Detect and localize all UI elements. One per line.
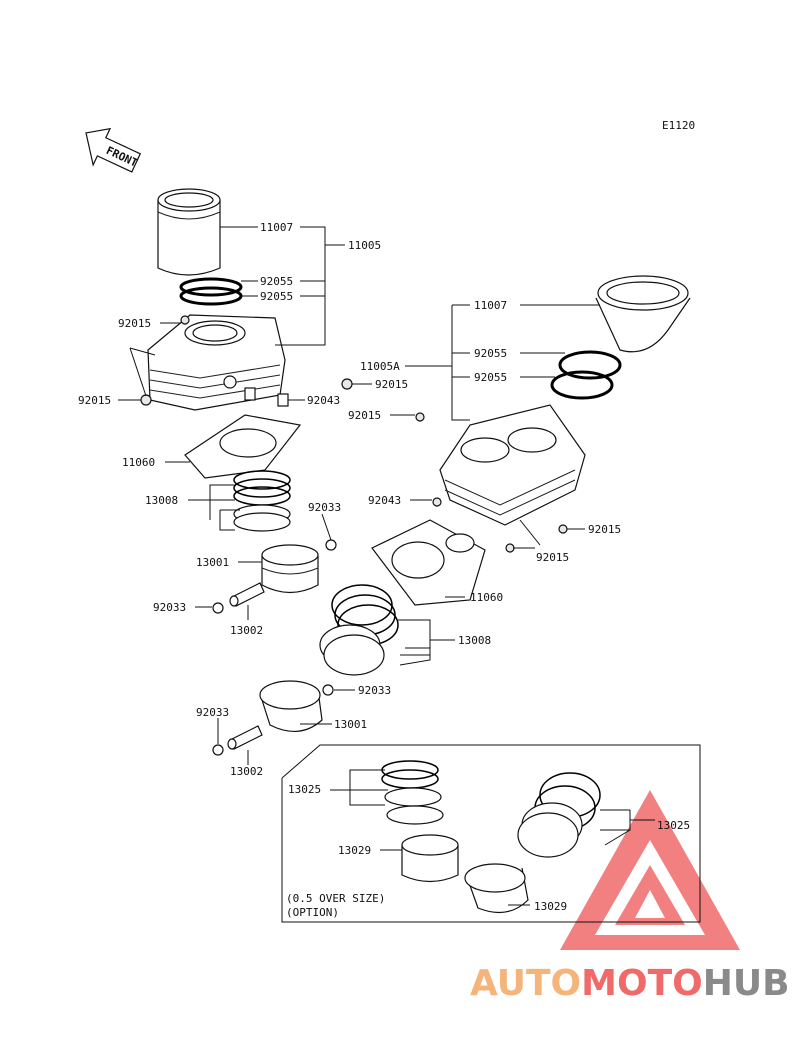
front-arrow-icon: FRONT [85,127,142,173]
option-rings-left [381,760,444,825]
label-92055-right-1: 92055 [474,347,507,360]
cylinder-block-left [147,314,286,411]
label-13002-right: 13002 [230,765,263,778]
piston-rings-left [233,470,291,532]
label-13001-right: 13001 [334,718,367,731]
o-ring-left-1 [179,277,243,297]
label-92015-right-1: 92015 [348,409,381,422]
label-92015-left-2: 92015 [78,394,111,407]
label-92015-left-3: 92015 [375,378,408,391]
label-92033-right-2: 92033 [196,706,229,719]
part-labels: 11007 11005 92055 92055 92015 92015 9201… [78,221,690,919]
gasket-right [371,519,486,606]
cylinder-sleeve-right [595,275,691,353]
label-92043-left: 92043 [307,394,340,407]
label-13029-left: 13029 [338,844,371,857]
label-92055-left-2: 92055 [260,290,293,303]
label-13025-right: 13025 [657,819,690,832]
brand-part-hub: HUB [703,963,790,1004]
nut-left-1 [180,315,190,325]
label-11060-left: 11060 [122,456,155,469]
option-line-1: (0.5 OVER SIZE) [286,892,385,905]
label-11005: 11005 [348,239,381,252]
nut-right-1 [415,412,425,422]
clip-right-1 [322,684,334,696]
option-piston-left [401,834,459,883]
option-line-2: (OPTION) [286,906,339,919]
nut-left-3 [341,378,353,390]
gasket-left [184,414,302,479]
leader-lines [118,226,655,906]
diagram-code: E1120 [662,119,695,132]
nut-right-2 [432,497,442,507]
nut-right-4 [505,543,515,553]
option-box [281,744,701,923]
piston-pin-right [227,725,263,750]
label-92033-left-1: 92033 [308,501,341,514]
piston-right [259,680,323,732]
watermark-logo [560,790,740,950]
cylinder-sleeve-left [157,188,221,276]
cylinder-block-right [439,404,586,526]
label-92043-right: 92043 [368,494,401,507]
label-13001-left: 13001 [196,556,229,569]
label-13008-left: 13008 [145,494,178,507]
label-13029-right: 13029 [534,900,567,913]
brand-part-auto: AUTO [470,963,581,1004]
label-92033-right-1: 92033 [358,684,391,697]
piston-left [261,544,319,594]
label-92033-left-2: 92033 [153,601,186,614]
option-piston-right [464,863,529,914]
dowel-left-2 [277,393,289,407]
brand-part-moto: MOTO [581,963,703,1004]
label-13025-left: 13025 [288,783,321,796]
label-13002-left: 13002 [230,624,263,637]
option-rings-right [517,772,601,858]
label-92055-right-2: 92055 [474,371,507,384]
label-92015-right-3: 92015 [536,551,569,564]
label-11005A: 11005A [360,360,400,373]
clip-right-2 [212,744,224,756]
dowel-left-1 [244,387,256,401]
label-13008-right: 13008 [458,634,491,647]
label-11007-left: 11007 [260,221,293,234]
label-92015-left-1: 92015 [118,317,151,330]
piston-rings-right [319,584,399,676]
nut-left-2 [140,394,152,406]
watermark-brand: AUTOMOTOHUB [470,963,790,1004]
clip-left-2 [212,602,224,614]
o-ring-right-2 [550,370,614,400]
o-ring-right-1 [558,350,622,380]
label-92055-left-1: 92055 [260,275,293,288]
piston-pin-left [229,582,265,607]
label-11060-right: 11060 [470,591,503,604]
label-92015-right-2: 92015 [588,523,621,536]
label-11007-right: 11007 [474,299,507,312]
clip-left-1 [325,539,337,551]
nut-right-3 [558,524,568,534]
